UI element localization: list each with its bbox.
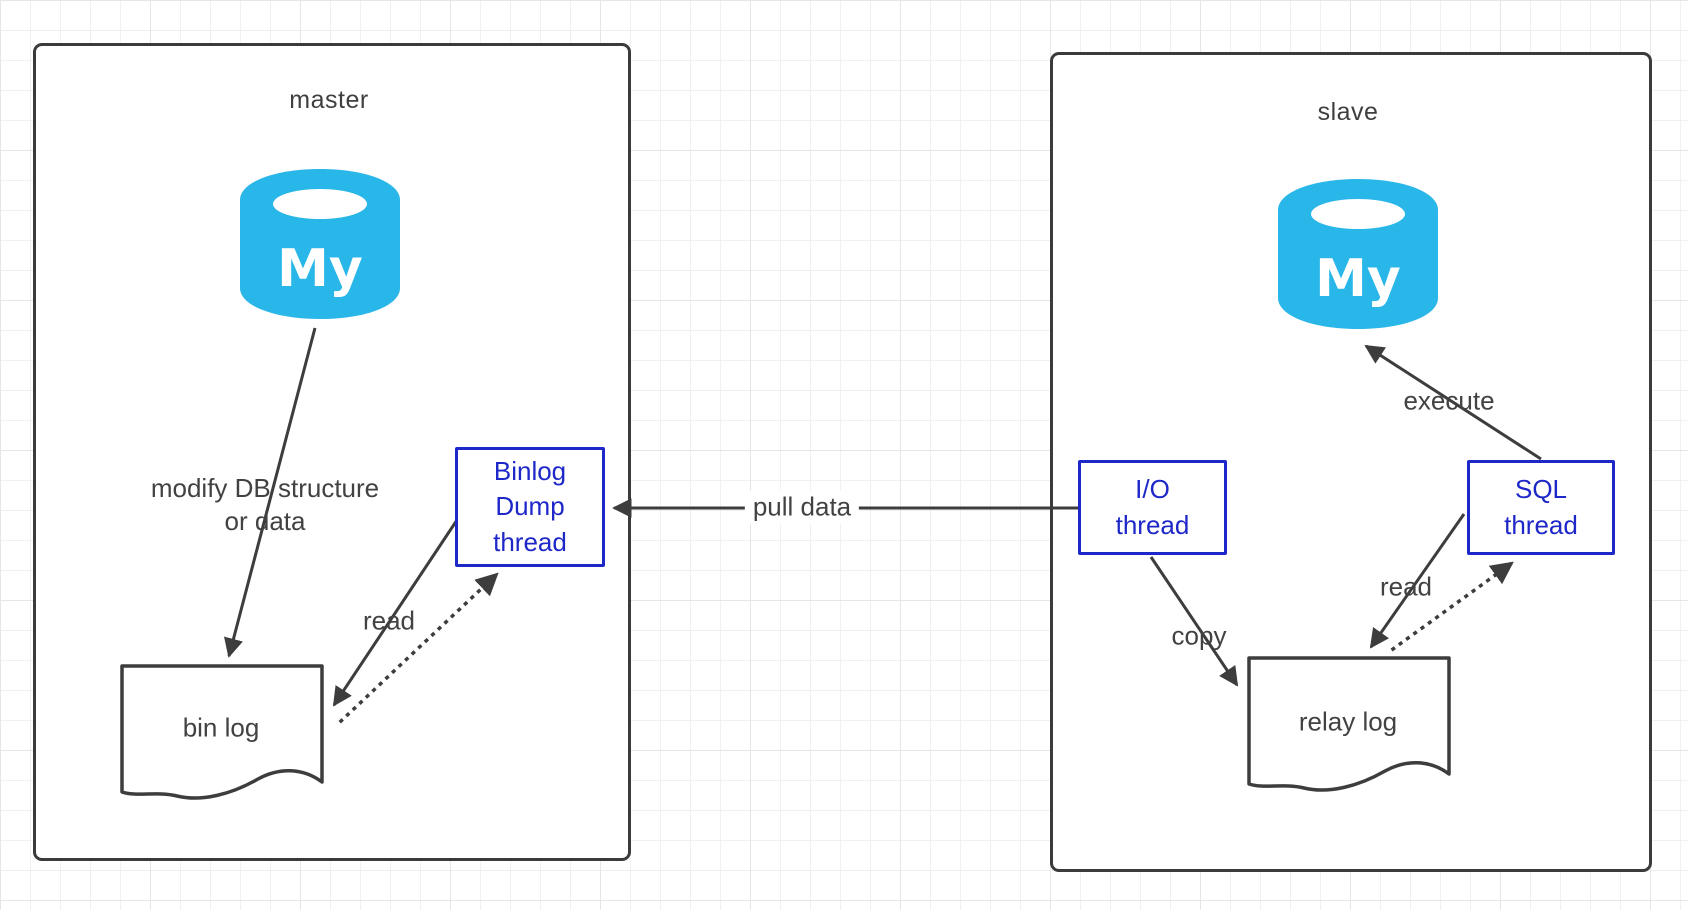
mysql-logo-text: My (1315, 249, 1401, 309)
modify-db-label-line: or data (224, 506, 306, 537)
master-read-label: read (362, 605, 416, 636)
sql-thread-line: thread (1504, 509, 1578, 540)
io-thread-line: I/O (1135, 474, 1170, 505)
bin-log-document-shape (120, 664, 324, 800)
mysql-database-icon-master: My (240, 169, 400, 319)
mysql-database-icon-slave: My (1278, 179, 1438, 329)
binlog-dump-thread-line: thread (493, 526, 567, 557)
slave-title: slave (1317, 98, 1379, 126)
mysql-logo-text: My (277, 239, 363, 299)
binlog-dump-thread-line: Dump (495, 491, 565, 522)
binlog-dump-thread-line: Binlog (493, 456, 567, 487)
io-thread-line: thread (1115, 509, 1190, 540)
copy-label: copy (1171, 620, 1227, 651)
master-title: master (289, 86, 369, 114)
sql-thread-box: SQL thread (1467, 460, 1615, 555)
sql-thread-line: SQL (1514, 474, 1568, 505)
modify-db-label: modify DB structure or data (140, 472, 390, 538)
pull-data-label: pull data (744, 490, 860, 524)
slave-read-label: read (1379, 571, 1433, 602)
io-thread-box: I/O thread (1078, 460, 1227, 555)
execute-label: execute (1403, 385, 1495, 416)
relay-log-label: relay log (1298, 706, 1398, 737)
binlog-dump-thread-box: Binlog Dump thread (455, 447, 605, 567)
bin-log-label: bin log (182, 712, 260, 743)
modify-db-label-line: modify DB structure (150, 473, 380, 503)
relay-log-document-shape (1247, 656, 1451, 792)
